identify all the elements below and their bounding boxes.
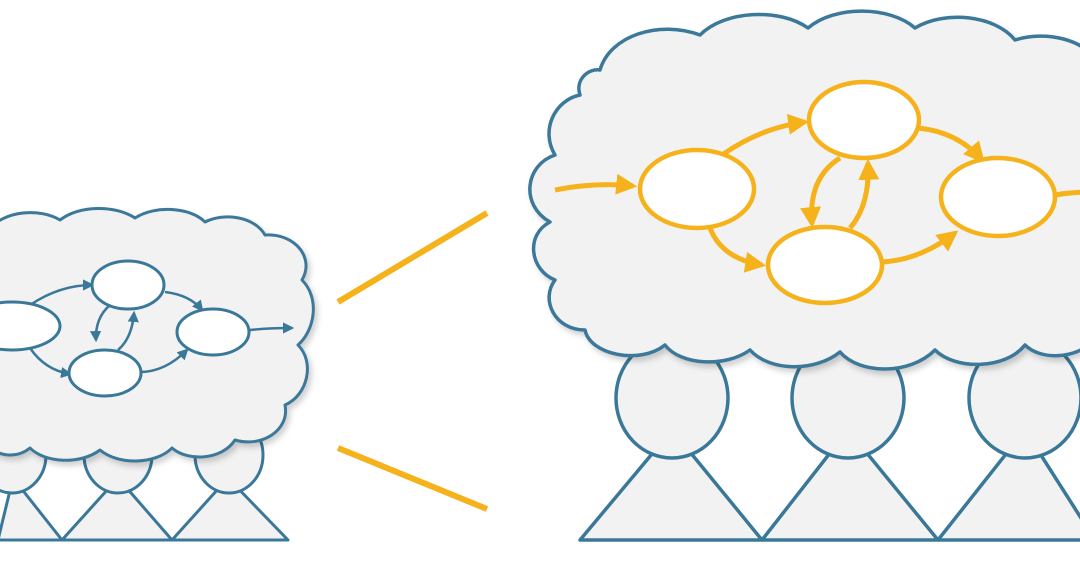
large-person-body-3 xyxy=(936,428,1080,542)
large-thought-cloud xyxy=(528,9,1080,371)
large-edge-2 xyxy=(720,113,810,158)
large-people xyxy=(578,336,1080,542)
small-node-4 xyxy=(67,348,143,398)
small-thought-cloud xyxy=(0,207,315,463)
large-group xyxy=(528,9,1080,542)
small-person-body-3 xyxy=(170,476,290,542)
zoom-connectors xyxy=(336,210,489,512)
small-node-1 xyxy=(0,300,62,352)
large-edge-5 xyxy=(881,230,959,265)
zoom-line-top xyxy=(336,210,489,305)
large-person-body-1 xyxy=(578,428,764,542)
small-edge-7 xyxy=(249,322,295,334)
small-edge-2 xyxy=(164,290,204,312)
zoom-line-bottom xyxy=(336,445,489,512)
large-edge-6 xyxy=(800,155,842,229)
large-node-1 xyxy=(637,147,757,231)
small-edge-1 xyxy=(29,279,95,307)
small-edge-3 xyxy=(28,347,73,379)
small-node-2 xyxy=(90,259,166,311)
large-node-3 xyxy=(938,155,1058,239)
large-edge-1 xyxy=(554,173,638,195)
large-edge-3 xyxy=(917,125,985,164)
small-edge-5 xyxy=(89,304,111,343)
large-node-2 xyxy=(806,79,922,161)
large-node-4 xyxy=(765,224,885,306)
small-process-network xyxy=(0,259,295,398)
small-group xyxy=(0,207,315,542)
large-edge-8 xyxy=(1054,189,1080,198)
small-edge-6 xyxy=(117,310,139,351)
large-person-body-2 xyxy=(760,428,940,542)
large-edge-7 xyxy=(848,158,880,230)
large-process-network xyxy=(554,79,1080,306)
small-node-3 xyxy=(175,307,251,357)
small-edge-4 xyxy=(139,348,189,374)
small-person-body-2 xyxy=(60,476,174,542)
